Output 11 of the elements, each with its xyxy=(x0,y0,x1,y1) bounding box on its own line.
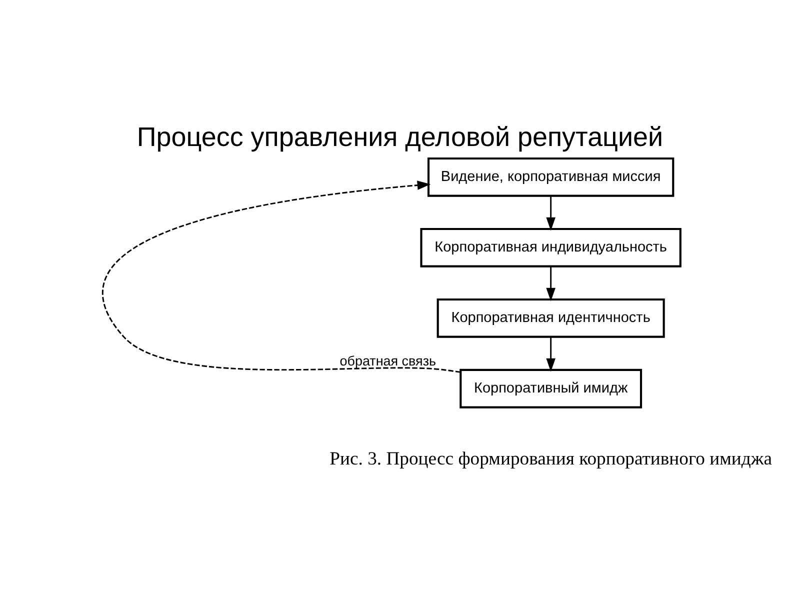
edge-label: обратная связь xyxy=(340,353,436,368)
arrow xyxy=(546,337,556,372)
arrow xyxy=(102,180,461,373)
node-box: Корпоративная индивидуальность xyxy=(420,228,682,268)
node-box: Корпоративная идентичность xyxy=(436,298,665,338)
node-box: Видение, корпоративная миссия xyxy=(427,157,674,197)
arrow xyxy=(546,266,556,302)
arrow xyxy=(546,196,556,231)
diagram-title: Процесс управления деловой репутацией xyxy=(136,122,664,152)
node-box: Корпоративный имидж xyxy=(460,368,642,408)
caption: Рис. 3. Процесс формирования корпоративного имиджа xyxy=(330,448,772,470)
